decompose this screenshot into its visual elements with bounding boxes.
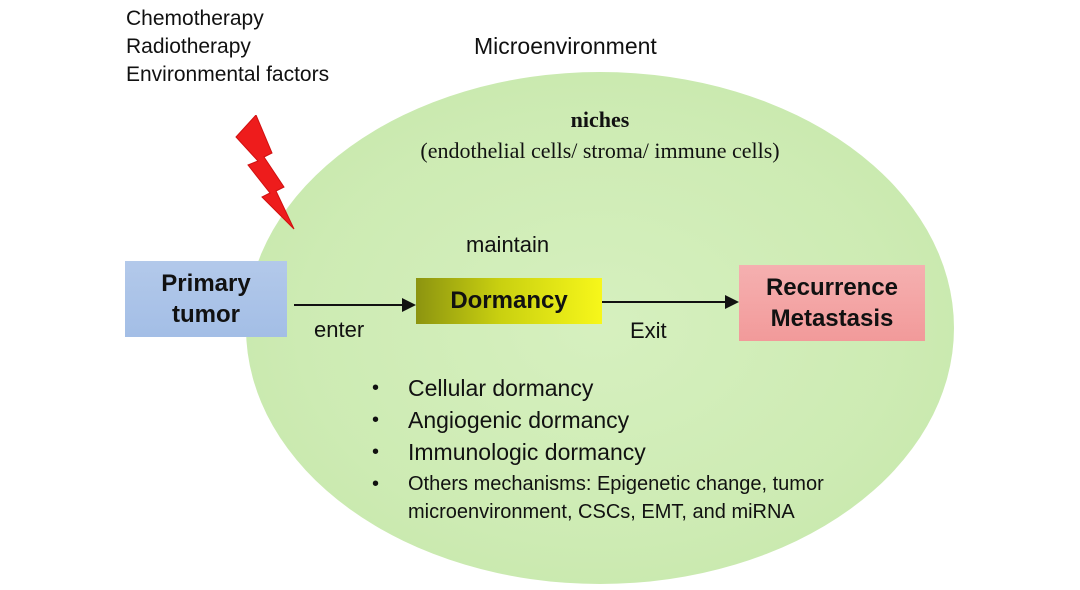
node-primary-tumor: Primary tumor — [125, 261, 287, 337]
list-item: • Others mechanisms: Epigenetic change, … — [372, 470, 932, 526]
niches-block: niches (endothelial cells/ stroma/ immun… — [380, 106, 820, 168]
label-maintain: maintain — [466, 232, 550, 257]
stressor-environmental-factors: Environmental factors — [126, 63, 330, 86]
recurrence-line-2: Metastasis — [770, 305, 894, 332]
list-item: • Angiogenic dormancy — [372, 404, 932, 436]
stressor-chemotherapy: Chemotherapy — [126, 7, 264, 30]
mechanism-list: • Cellular dormancy • Angiogenic dormanc… — [372, 372, 932, 526]
list-item: • Immunologic dormancy — [372, 436, 932, 468]
label-enter: enter — [314, 317, 365, 342]
bullet-icon: • — [372, 473, 380, 495]
dormancy-label: Dormancy — [450, 287, 568, 314]
mechanism-angiogenic: Angiogenic dormancy — [408, 407, 630, 433]
recurrence-line-1: Recurrence — [765, 274, 899, 301]
node-dormancy: Dormancy — [416, 278, 602, 324]
node-recurrence-metastasis: Recurrence Metastasis — [739, 265, 925, 341]
bullet-icon: • — [372, 377, 380, 399]
primary-line-2: tumor — [171, 301, 240, 328]
bullet-icon: • — [372, 441, 380, 463]
mechanism-immunologic: Immunologic dormancy — [408, 439, 646, 465]
mechanism-cellular: Cellular dormancy — [408, 375, 594, 401]
stressor-radiotherapy: Radiotherapy — [126, 35, 251, 58]
list-item: • Cellular dormancy — [372, 372, 932, 404]
lightning-bolt-icon — [235, 115, 295, 230]
mechanism-others: Others mechanisms: Epigenetic change, tu… — [408, 473, 824, 523]
niches-subtitle: (endothelial cells/ stroma/ immune cells… — [420, 138, 780, 163]
bullet-icon: • — [372, 409, 380, 431]
stressor-list: Chemotherapy Radiotherapy Environmental … — [126, 5, 329, 89]
label-exit: Exit — [630, 318, 667, 343]
primary-line-1: Primary — [161, 270, 251, 297]
niches-title: niches — [570, 107, 630, 132]
microenvironment-title: Microenvironment — [474, 33, 657, 59]
